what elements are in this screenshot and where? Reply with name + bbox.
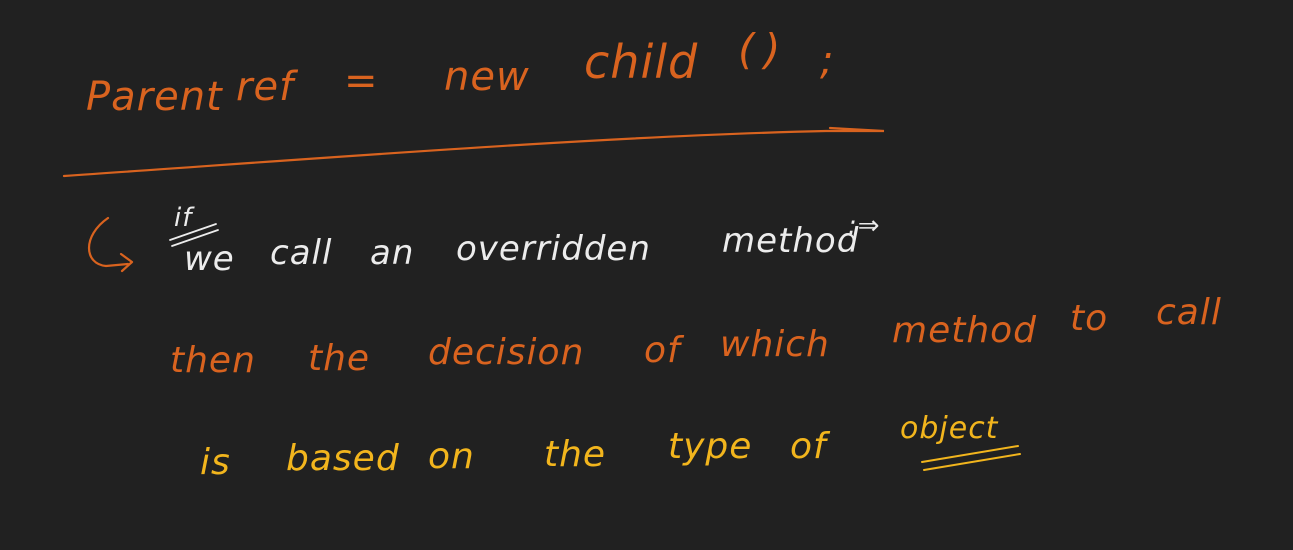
word-method: method [722, 221, 859, 261]
word-is: is [200, 442, 231, 483]
word-call: call [270, 233, 332, 273]
word-parent: Parent [86, 74, 223, 120]
word-we: we [184, 239, 235, 279]
word-call-2: call [1156, 292, 1222, 333]
word-to: to [1070, 298, 1108, 339]
word-an: an [370, 233, 414, 273]
word-ref: ref [236, 64, 299, 110]
word-based: based [286, 438, 400, 479]
word-semicolon: ; [820, 38, 834, 84]
if-double-underline [169, 223, 219, 247]
word-open-paren: ( [738, 25, 756, 74]
hook-arrowhead-icon [119, 252, 134, 273]
line-parent-ref: Parent ref = new child ( ) ; [86, 25, 834, 120]
word-new: new [444, 54, 530, 100]
word-type: type [668, 426, 752, 467]
word-which: which [720, 324, 830, 365]
word-of: of [644, 330, 685, 371]
word-overridden: overridden [456, 229, 651, 269]
word-then: then [170, 340, 256, 381]
word-on: on [428, 436, 475, 477]
word-object: object [900, 411, 999, 446]
line-override-call: if we call an overridden method :⇒ [169, 203, 881, 279]
line-based-on-type: is based on the type of object [200, 411, 1021, 483]
word-child: child [584, 35, 698, 89]
object-double-underline [921, 445, 1021, 471]
underline-stroke [62, 126, 885, 178]
word-method-2: method [892, 310, 1037, 351]
word-implies: :⇒ [848, 211, 881, 241]
word-if: if [174, 203, 195, 233]
word-of-2: of [790, 426, 831, 467]
word-decision: decision [428, 332, 584, 373]
word-close-paren: ) [761, 25, 781, 74]
line-decision: then the decision of which method to cal… [170, 292, 1222, 381]
hook-arrow-icon [87, 216, 130, 268]
word-equals: = [344, 58, 379, 104]
word-the-2: the [544, 434, 606, 475]
word-the: the [308, 338, 370, 379]
